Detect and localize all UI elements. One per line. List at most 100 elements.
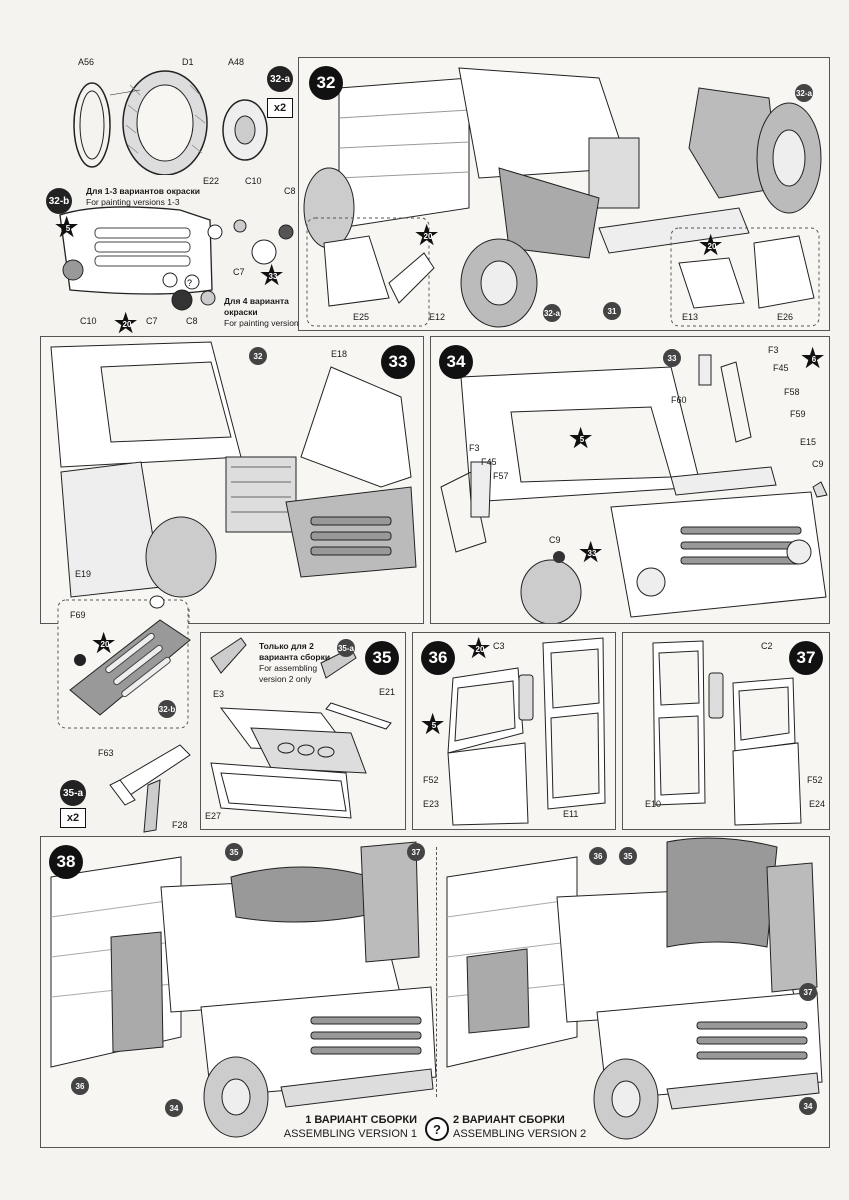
note-painting-1-3: Для 1-3 вариантов окраски For painting v… [86, 186, 200, 208]
label-e24: E24 [809, 799, 826, 809]
step-35-drawing [210, 637, 392, 819]
paint-20-left: 20 [415, 220, 439, 251]
step-number-38: 38 [49, 845, 83, 879]
label-c9-right: C9 [812, 459, 824, 469]
label-e10: E10 [645, 799, 662, 809]
version-divider [436, 847, 437, 1097]
step-36-drawing [447, 637, 606, 826]
ref-36-left: 36 [71, 1077, 89, 1095]
label-c7-top: C7 [233, 267, 245, 277]
ref-33: 33 [663, 349, 681, 367]
svg-text:?: ? [187, 278, 192, 288]
label-f57: F57 [493, 471, 509, 481]
note-ru-1: Для 1-3 вариантов окраски [86, 186, 200, 196]
note-en-35-line1: For assembling [259, 663, 318, 673]
panel-33-detail: F69 20 32-b [40, 590, 200, 730]
label-f52-36: F52 [423, 775, 439, 785]
label-c10-bottom: C10 [80, 316, 97, 326]
label-e11: E11 [563, 809, 579, 819]
step-33-drawing [50, 341, 417, 623]
paint-6: 6 [801, 343, 825, 374]
label-c8-top: C8 [284, 186, 296, 196]
label-f69: F69 [70, 610, 86, 620]
label-f3-top: F3 [768, 345, 779, 355]
badge-32b: 32-b [46, 188, 72, 214]
label-f59: F59 [790, 409, 806, 419]
ref-37-right: 37 [799, 983, 817, 1001]
step-37-panel: 37 C2 F52 E10 E24 [622, 632, 830, 830]
step-32-drawing [303, 67, 822, 328]
label-e22: E22 [203, 176, 220, 186]
version-2-en: ASSEMBLING VERSION 2 [453, 1128, 587, 1140]
label-f52-37: F52 [807, 775, 823, 785]
note-en-35: For assembling version 2 only [259, 663, 317, 685]
step-number-36: 36 [421, 641, 455, 675]
ref-35-right: 35 [619, 847, 637, 865]
step-34-panel: 34 33 F3 6 F45 F58 F59 F60 E15 C9 F3 F45… [430, 336, 830, 624]
label-d1: D1 [182, 57, 194, 67]
step-32-panel: 32 32-a 32-a 31 E25 E12 E13 E26 20 20 [298, 57, 830, 331]
label-e3: E3 [213, 689, 225, 699]
label-f28: F28 [172, 820, 188, 830]
paint-5-34: 5 [569, 423, 593, 454]
label-e15: E15 [800, 437, 817, 447]
ref-31: 31 [603, 302, 621, 320]
ref-32: 32 [249, 347, 267, 365]
note-en-2: For painting version 4 [224, 318, 306, 328]
label-f45-top: F45 [773, 363, 789, 373]
step-38-panel: 38 35 37 36 34 36 35 37 34 1 ВАРИАНТ СБО… [40, 836, 830, 1148]
label-e21: E21 [379, 687, 396, 697]
panel-35a: F63 F28 [60, 740, 200, 835]
step-number-34: 34 [439, 345, 473, 379]
paint-33: 33 [260, 260, 284, 291]
ref-35-left: 35 [225, 843, 243, 861]
count-x2: x2 [267, 98, 293, 118]
wheel-assembly-drawing [73, 70, 268, 176]
step-number-32: 32 [309, 66, 343, 100]
caption-version-2: 2 ВАРИАНТ СБОРКИ ASSEMBLING VERSION 2 [453, 1113, 603, 1141]
panel-32a-wheel: A56 D1 A48 [40, 55, 295, 176]
panel-32b-grille: ? [40, 180, 300, 330]
note-ru-35-line2: варианта сборки [259, 652, 331, 662]
label-c9-left: C9 [549, 535, 561, 545]
note-ru-2b: окраски [224, 307, 258, 317]
ref-34-left: 34 [165, 1099, 183, 1117]
step-35-panel: 35 Только для 2 варианта сборки For asse… [200, 632, 406, 830]
label-e12: E12 [429, 312, 446, 322]
paint-5-36: 5 [421, 709, 445, 740]
paint-20: 20 [114, 308, 138, 339]
label-f60: F60 [671, 395, 687, 405]
step-37-drawing [652, 640, 802, 826]
label-f58: F58 [784, 387, 800, 397]
caption-version-1: 1 ВАРИАНТ СБОРКИ ASSEMBLING VERSION 1 [267, 1113, 417, 1141]
step-38-drawing [50, 837, 823, 1140]
label-e13: E13 [682, 312, 699, 322]
label-e23: E23 [423, 799, 440, 809]
badge-32a: 32-a [267, 66, 293, 92]
ref-34-right: 34 [799, 1097, 817, 1115]
ref-37-left: 37 [407, 843, 425, 861]
label-c2: C2 [761, 641, 773, 651]
label-c3: C3 [493, 641, 505, 651]
label-e18: E18 [331, 349, 348, 359]
note-painting-4: Для 4 варианта окраски For painting vers… [224, 296, 306, 329]
label-a48: A48 [228, 57, 245, 67]
label-e26: E26 [777, 312, 794, 322]
label-e19: E19 [75, 569, 92, 579]
step-number-37: 37 [789, 641, 823, 675]
paint-5: 5 [55, 212, 79, 243]
ref-35a: 35-a [337, 639, 355, 657]
label-c8-bottom: C8 [186, 316, 198, 326]
label-e25: E25 [353, 312, 370, 322]
step-number-33: 33 [381, 345, 415, 379]
paint-20-36: 20 [467, 633, 491, 664]
label-a56: A56 [78, 57, 95, 67]
ref-32a-top: 32-a [795, 84, 813, 102]
version-1-ru: 1 ВАРИАНТ СБОРКИ [305, 1114, 417, 1126]
ref-32a-bottom: 32-a [543, 304, 561, 322]
label-c7-bottom: C7 [146, 316, 158, 326]
step-number-35: 35 [365, 641, 399, 675]
label-f45-left: F45 [481, 457, 497, 467]
paint-20-right: 20 [699, 230, 723, 261]
label-e27: E27 [205, 811, 222, 821]
